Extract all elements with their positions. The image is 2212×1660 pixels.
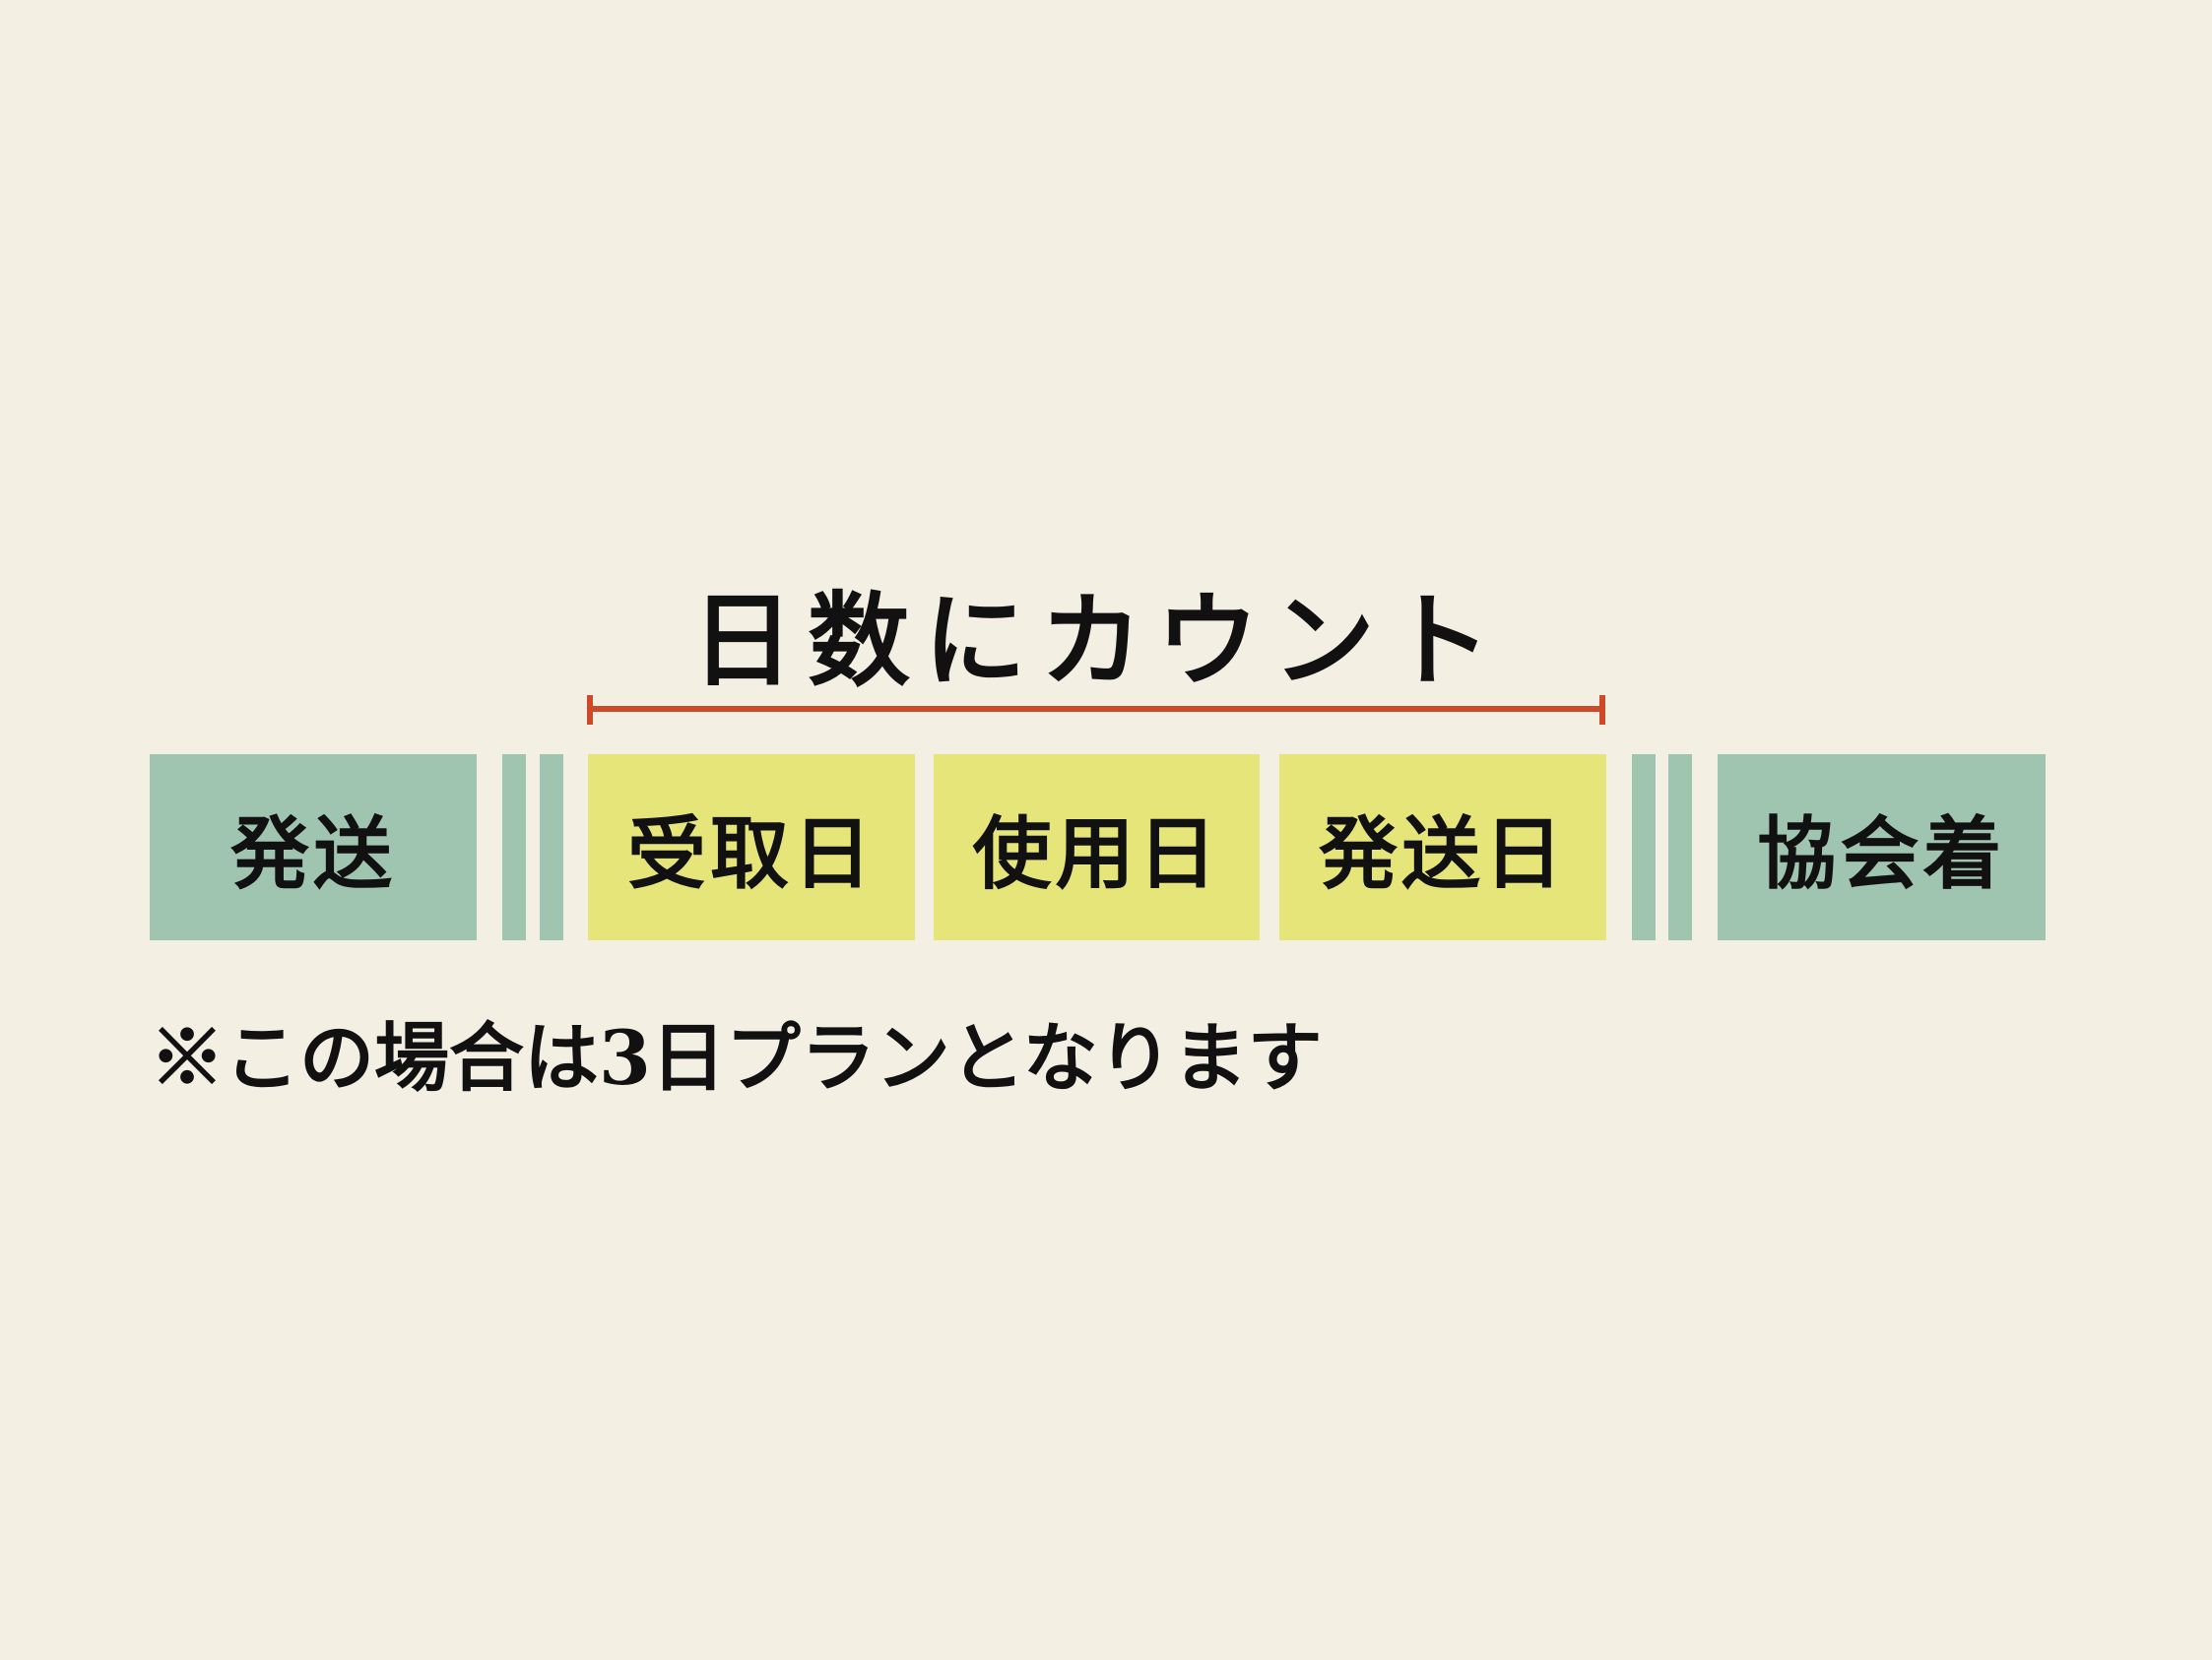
bracket-end-tick xyxy=(1599,695,1605,725)
timeline-step-use-day: 使用日 xyxy=(934,754,1260,940)
counted-days-title: 日数にカウント xyxy=(690,580,1505,701)
timeline-step-shipping: 発送 xyxy=(150,754,477,940)
step-label: 使用日 xyxy=(972,806,1221,900)
plan-note: ※この場合は3日プランとなります xyxy=(150,1014,1323,1102)
counted-range-bracket xyxy=(590,706,1602,712)
timeline-step-receive-day: 受取日 xyxy=(588,754,915,940)
gap-stripe xyxy=(1632,754,1656,940)
timeline-step-arrival: 協会着 xyxy=(1718,754,2046,940)
step-label: 発送日 xyxy=(1319,806,1567,900)
gap-stripe xyxy=(1668,754,1692,940)
gap-stripe xyxy=(540,754,563,940)
bracket-start-tick xyxy=(587,695,593,725)
timeline-step-return-ship-day: 発送日 xyxy=(1279,754,1606,940)
step-label: 発送 xyxy=(230,806,396,900)
gap-stripe xyxy=(502,754,526,940)
step-label: 受取日 xyxy=(627,806,876,900)
step-label: 協会着 xyxy=(1757,806,2006,900)
